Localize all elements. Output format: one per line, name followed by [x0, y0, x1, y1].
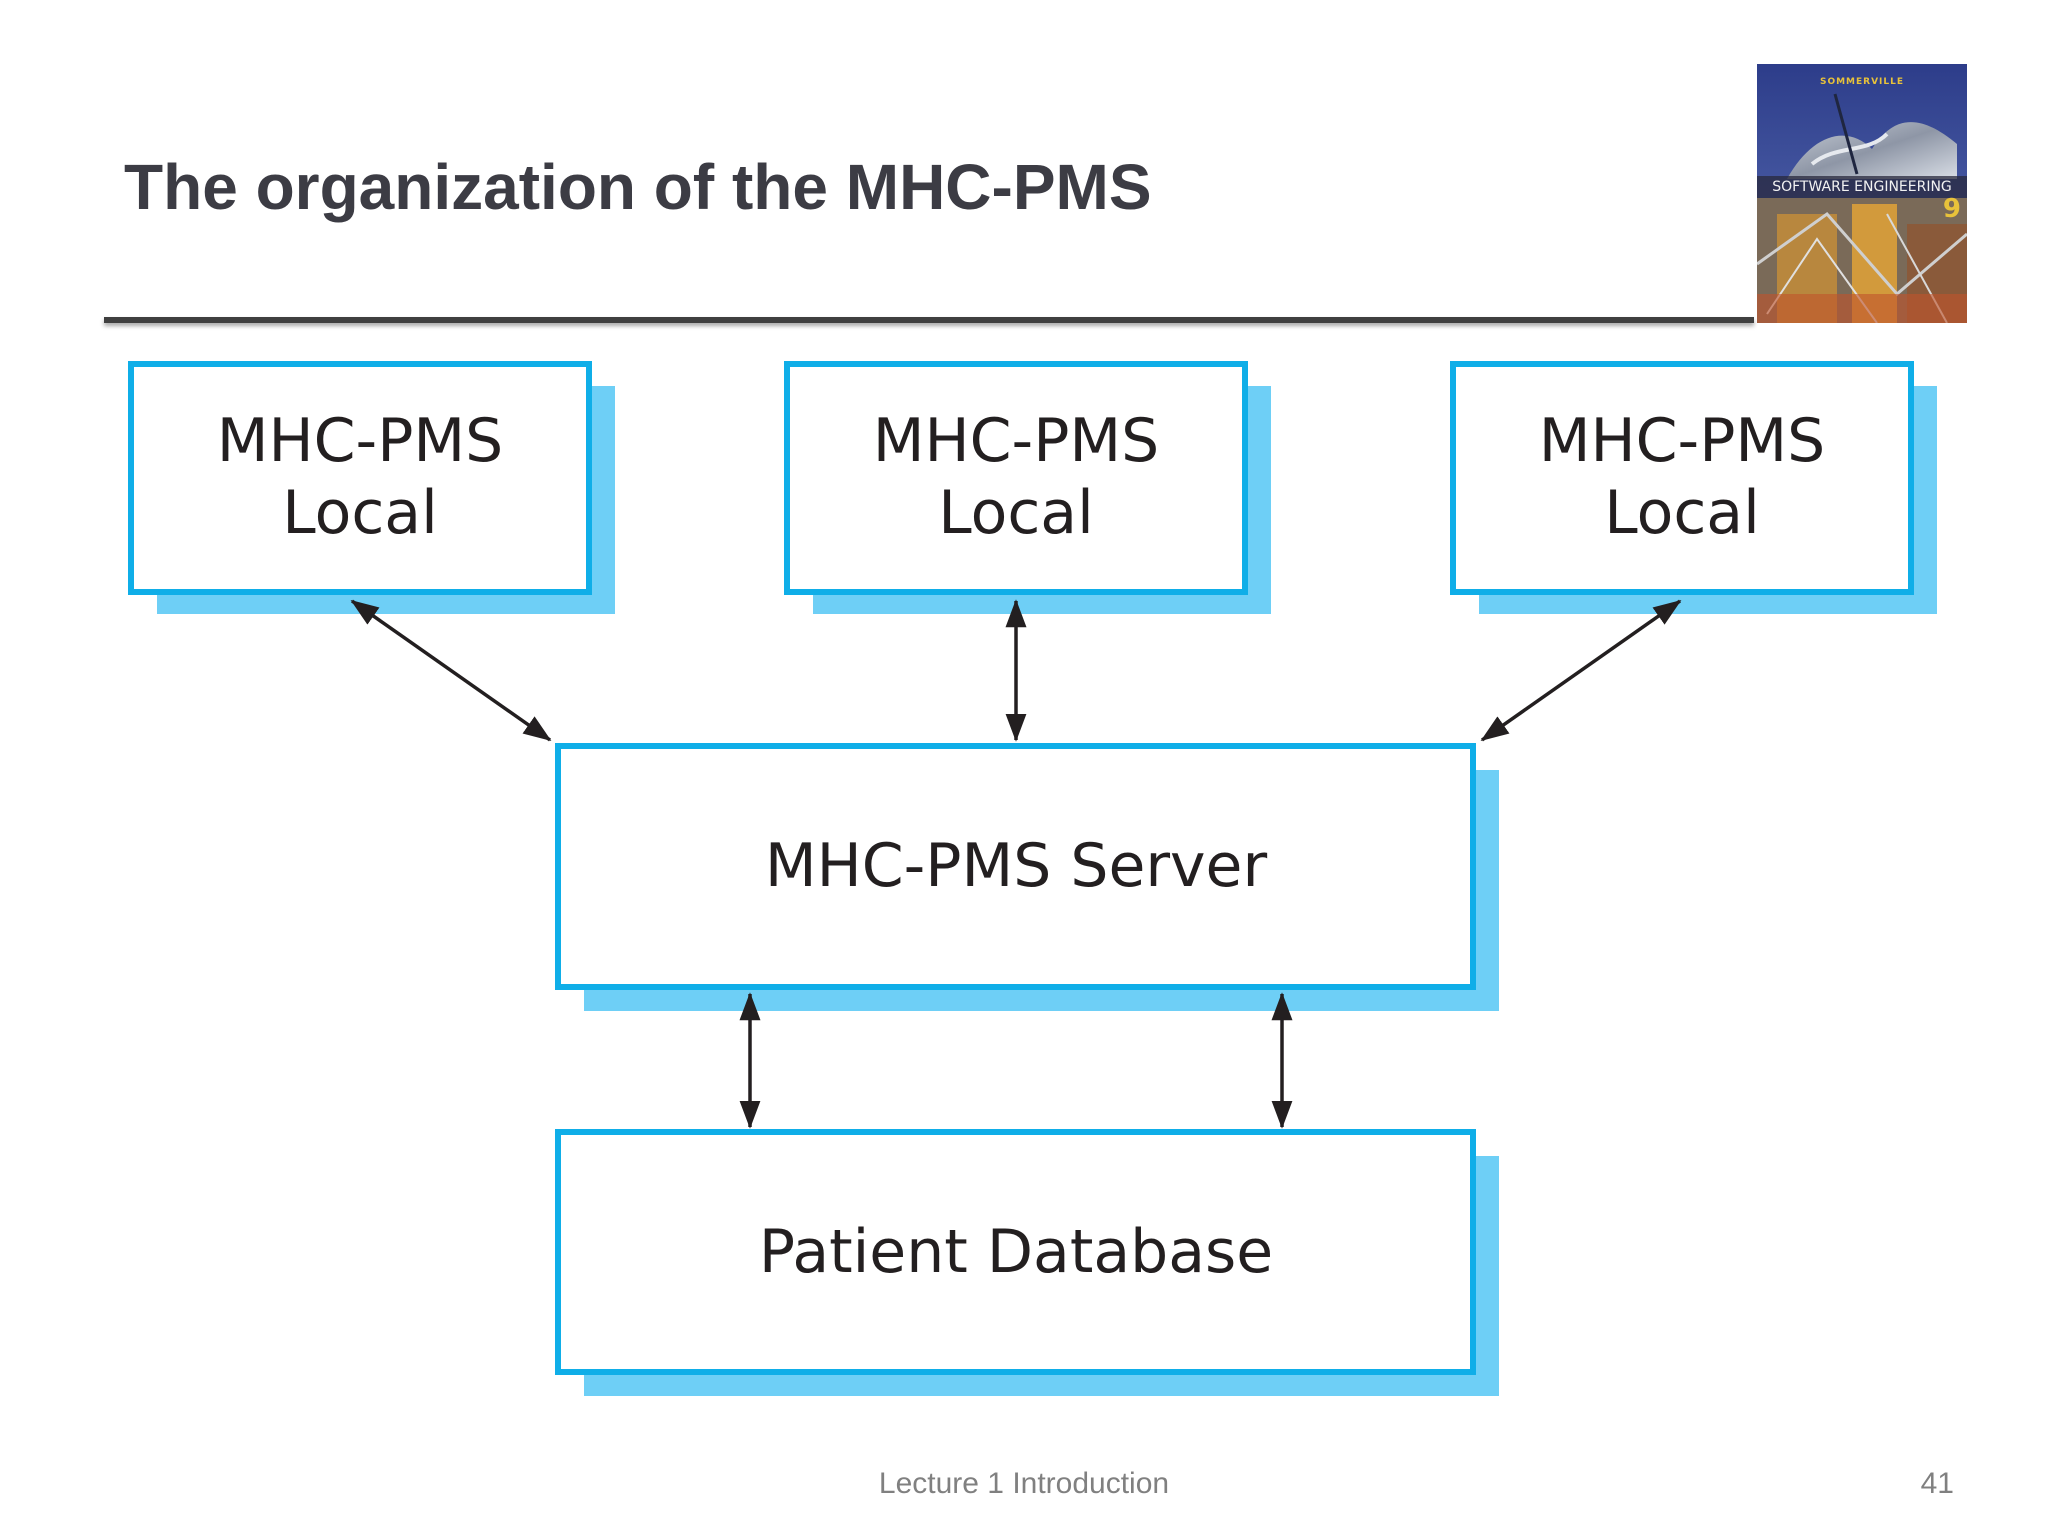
title-divider: [104, 317, 1754, 323]
node-box: [555, 1129, 1476, 1375]
book-title: SOFTWARE ENGINEERING: [1757, 176, 1967, 198]
node-label-line2: Local: [1604, 478, 1760, 548]
node-label-line2: Local: [938, 478, 1094, 548]
node-server: MHC-PMS Server: [555, 743, 1499, 1011]
node-label-line1: MHC-PMS: [873, 406, 1159, 476]
node-label-line2: Local: [282, 478, 438, 548]
node-database: Patient Database: [555, 1129, 1499, 1396]
book-cover-image: SOMMERVILLE SOFTWARE ENGINEERING 9: [1757, 64, 1967, 323]
slide-title: The organization of the MHC-PMS: [124, 151, 1152, 223]
node-local-2: MHC-PMS Local: [784, 361, 1271, 614]
arrow-local1-server: [350, 599, 552, 742]
book-edition: 9: [1942, 194, 1961, 224]
node-local-3: MHC-PMS Local: [1450, 361, 1937, 614]
footer-page-number: 41: [1920, 1467, 1954, 1500]
node-box: [1450, 361, 1914, 595]
footer-lecture-label: Lecture 1 Introduction: [878, 1467, 1170, 1500]
node-box: [784, 361, 1248, 595]
book-author: SOMMERVILLE: [1819, 77, 1905, 87]
node-box: [128, 361, 592, 595]
node-local-1: MHC-PMS Local: [128, 361, 615, 614]
arrow-local3-server: [1480, 599, 1682, 742]
node-label: Patient Database: [759, 1217, 1273, 1287]
node-box: [555, 743, 1476, 990]
node-label-line1: MHC-PMS: [217, 406, 503, 476]
book-cover-artwork: [1757, 64, 1967, 323]
node-label-line1: MHC-PMS: [1539, 406, 1825, 476]
node-label: MHC-PMS Server: [765, 831, 1268, 901]
